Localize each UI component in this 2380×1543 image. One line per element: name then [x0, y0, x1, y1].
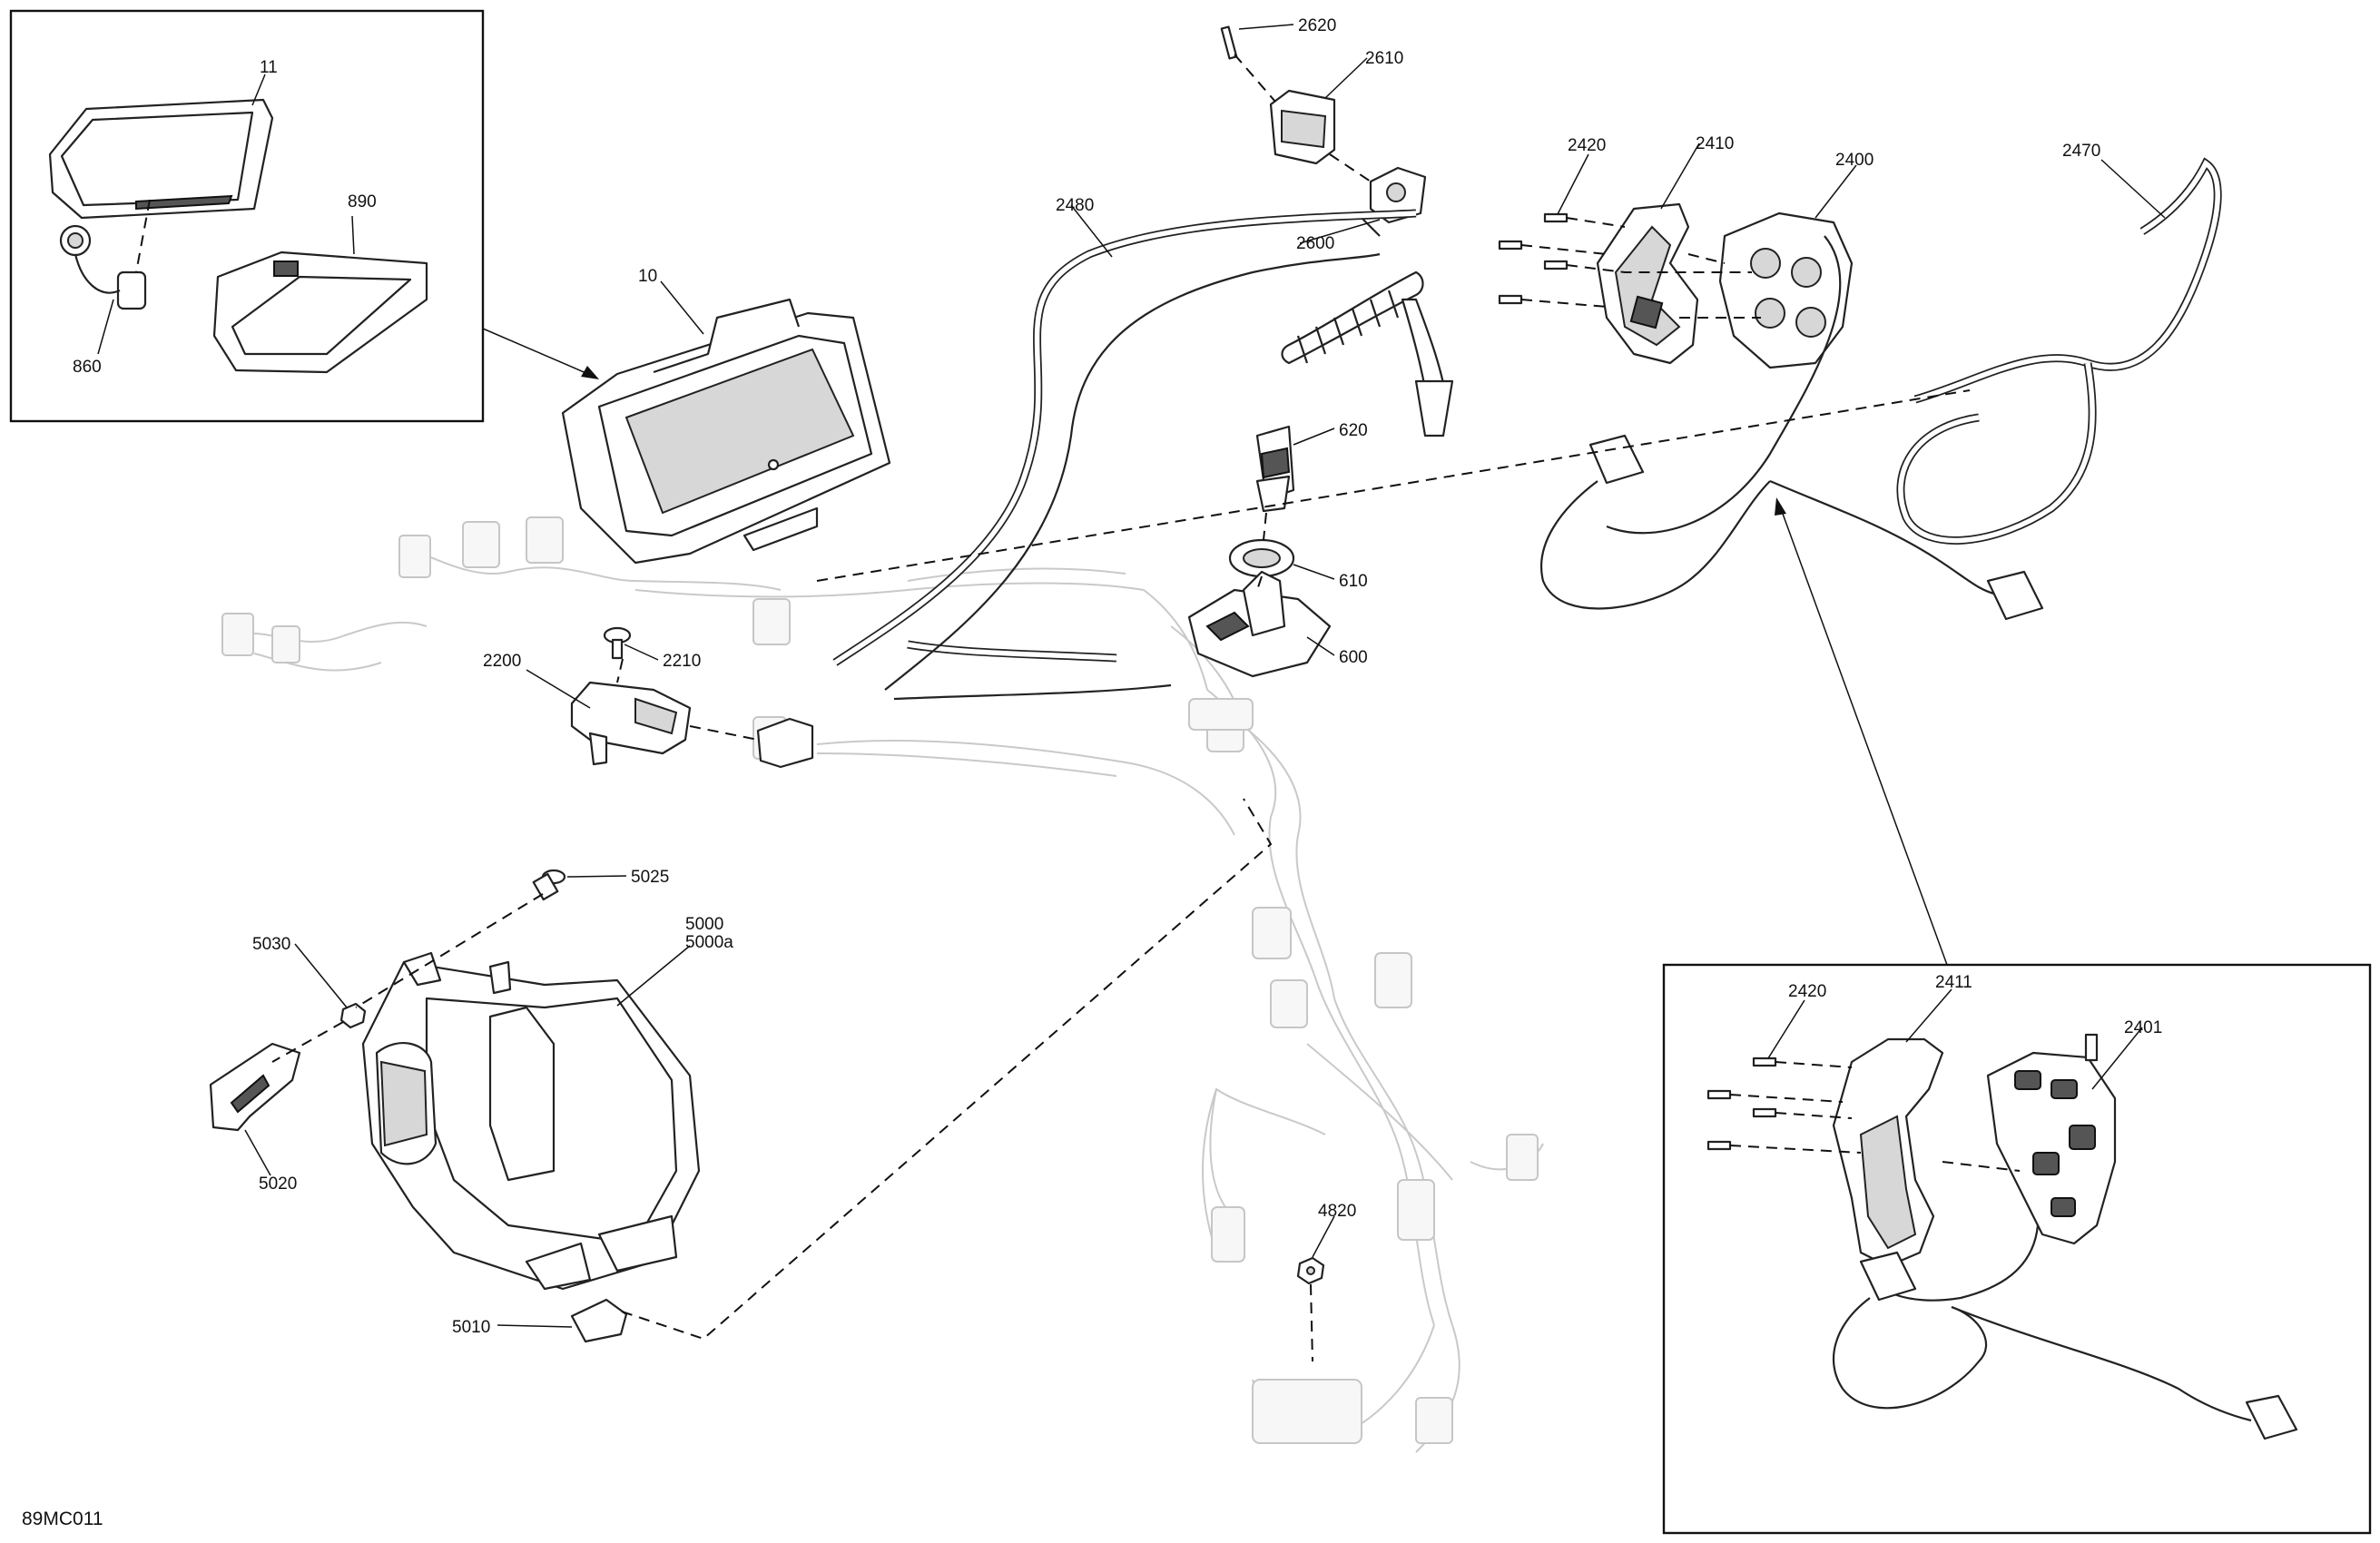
- callout-2420: 2420: [1568, 136, 1606, 155]
- callout-5020: 5020: [259, 1174, 297, 1194]
- switch-assembly-2401: [1986, 1033, 2117, 1245]
- callout-11: 11: [260, 58, 278, 77]
- hose-2480: [832, 209, 1417, 701]
- ecm-bolt-5025: [532, 869, 566, 901]
- tether-switch-base: [1187, 570, 1332, 678]
- callout-2600: 2600: [1296, 234, 1334, 253]
- display-connector: [59, 199, 151, 310]
- callout-2401: 2401: [2124, 1018, 2162, 1037]
- switch-screws-2420: [1498, 212, 1569, 305]
- callout-600: 600: [1339, 648, 1368, 667]
- display-alternate: [48, 98, 274, 220]
- callout-610: 610: [1339, 572, 1368, 591]
- switch-screws-2420-inset: [1706, 1057, 1777, 1151]
- tether-ring: [1228, 538, 1295, 578]
- nut-4820: [1296, 1256, 1325, 1285]
- leader-lines: [97, 24, 2166, 1328]
- ecm-bracket-5020: [209, 1042, 301, 1132]
- ecm-5000: [361, 951, 701, 1291]
- diagram-code: 89MC011: [22, 1509, 103, 1529]
- coiled-tether-cord: [1281, 270, 1454, 437]
- connector-2600: [1361, 166, 1427, 237]
- callout-5025: 5025: [631, 868, 669, 887]
- switch-wiring-2401: [1832, 1224, 2298, 1440]
- sensor-screw-2210: [603, 626, 632, 660]
- callout-5010: 5010: [452, 1318, 490, 1337]
- callout-2411: 2411: [1935, 973, 1972, 992]
- callout-2200: 2200: [483, 652, 521, 671]
- callout-5000: 5000: [685, 915, 723, 934]
- callout-10: 10: [638, 267, 657, 286]
- callout-4820: 4820: [1318, 1202, 1356, 1221]
- switch-module: [1220, 25, 1336, 165]
- inset-frame-switch-variant: [1662, 963, 2372, 1535]
- callout-860: 860: [73, 358, 102, 377]
- callout-labels: 11 890 860 10 2620 2610 2600 2480 620 61…: [22, 16, 2162, 1529]
- callout-890: 890: [348, 192, 377, 211]
- callout-5030: 5030: [252, 935, 290, 954]
- reference-arrows: [482, 328, 1948, 966]
- ecm-nut-5030: [339, 1002, 367, 1029]
- callout-2620: 2620: [1298, 16, 1336, 35]
- callout-2480: 2480: [1056, 196, 1094, 215]
- wiring-harness: [221, 516, 1544, 1453]
- inset-frame-display: [9, 9, 485, 423]
- callout-2410: 2410: [1696, 134, 1734, 153]
- switch-housing-2411: [1832, 1037, 1944, 1268]
- hose-2470: [1896, 157, 2222, 545]
- mounting-bracket: [212, 251, 428, 374]
- display-cluster: [561, 298, 891, 565]
- tether-key: [1255, 425, 1295, 513]
- callout-620: 620: [1339, 421, 1368, 440]
- sensor-connector: [756, 717, 814, 769]
- switch-wiring-2400: [1540, 235, 2044, 621]
- callout-2610: 2610: [1365, 49, 1403, 68]
- callout-5000a: 5000a: [685, 933, 733, 952]
- callout-2400: 2400: [1835, 151, 1874, 170]
- callout-2470: 2470: [2062, 142, 2100, 161]
- callout-2420-inset: 2420: [1788, 982, 1826, 1001]
- switch-assembly-2400: [1718, 211, 1854, 369]
- switch-housing-2410: [1596, 202, 1699, 365]
- sensor-2200: [570, 681, 692, 766]
- callout-2210: 2210: [663, 652, 701, 671]
- alignment-lines: [271, 54, 2021, 1362]
- ecm-clip-5010: [570, 1298, 628, 1343]
